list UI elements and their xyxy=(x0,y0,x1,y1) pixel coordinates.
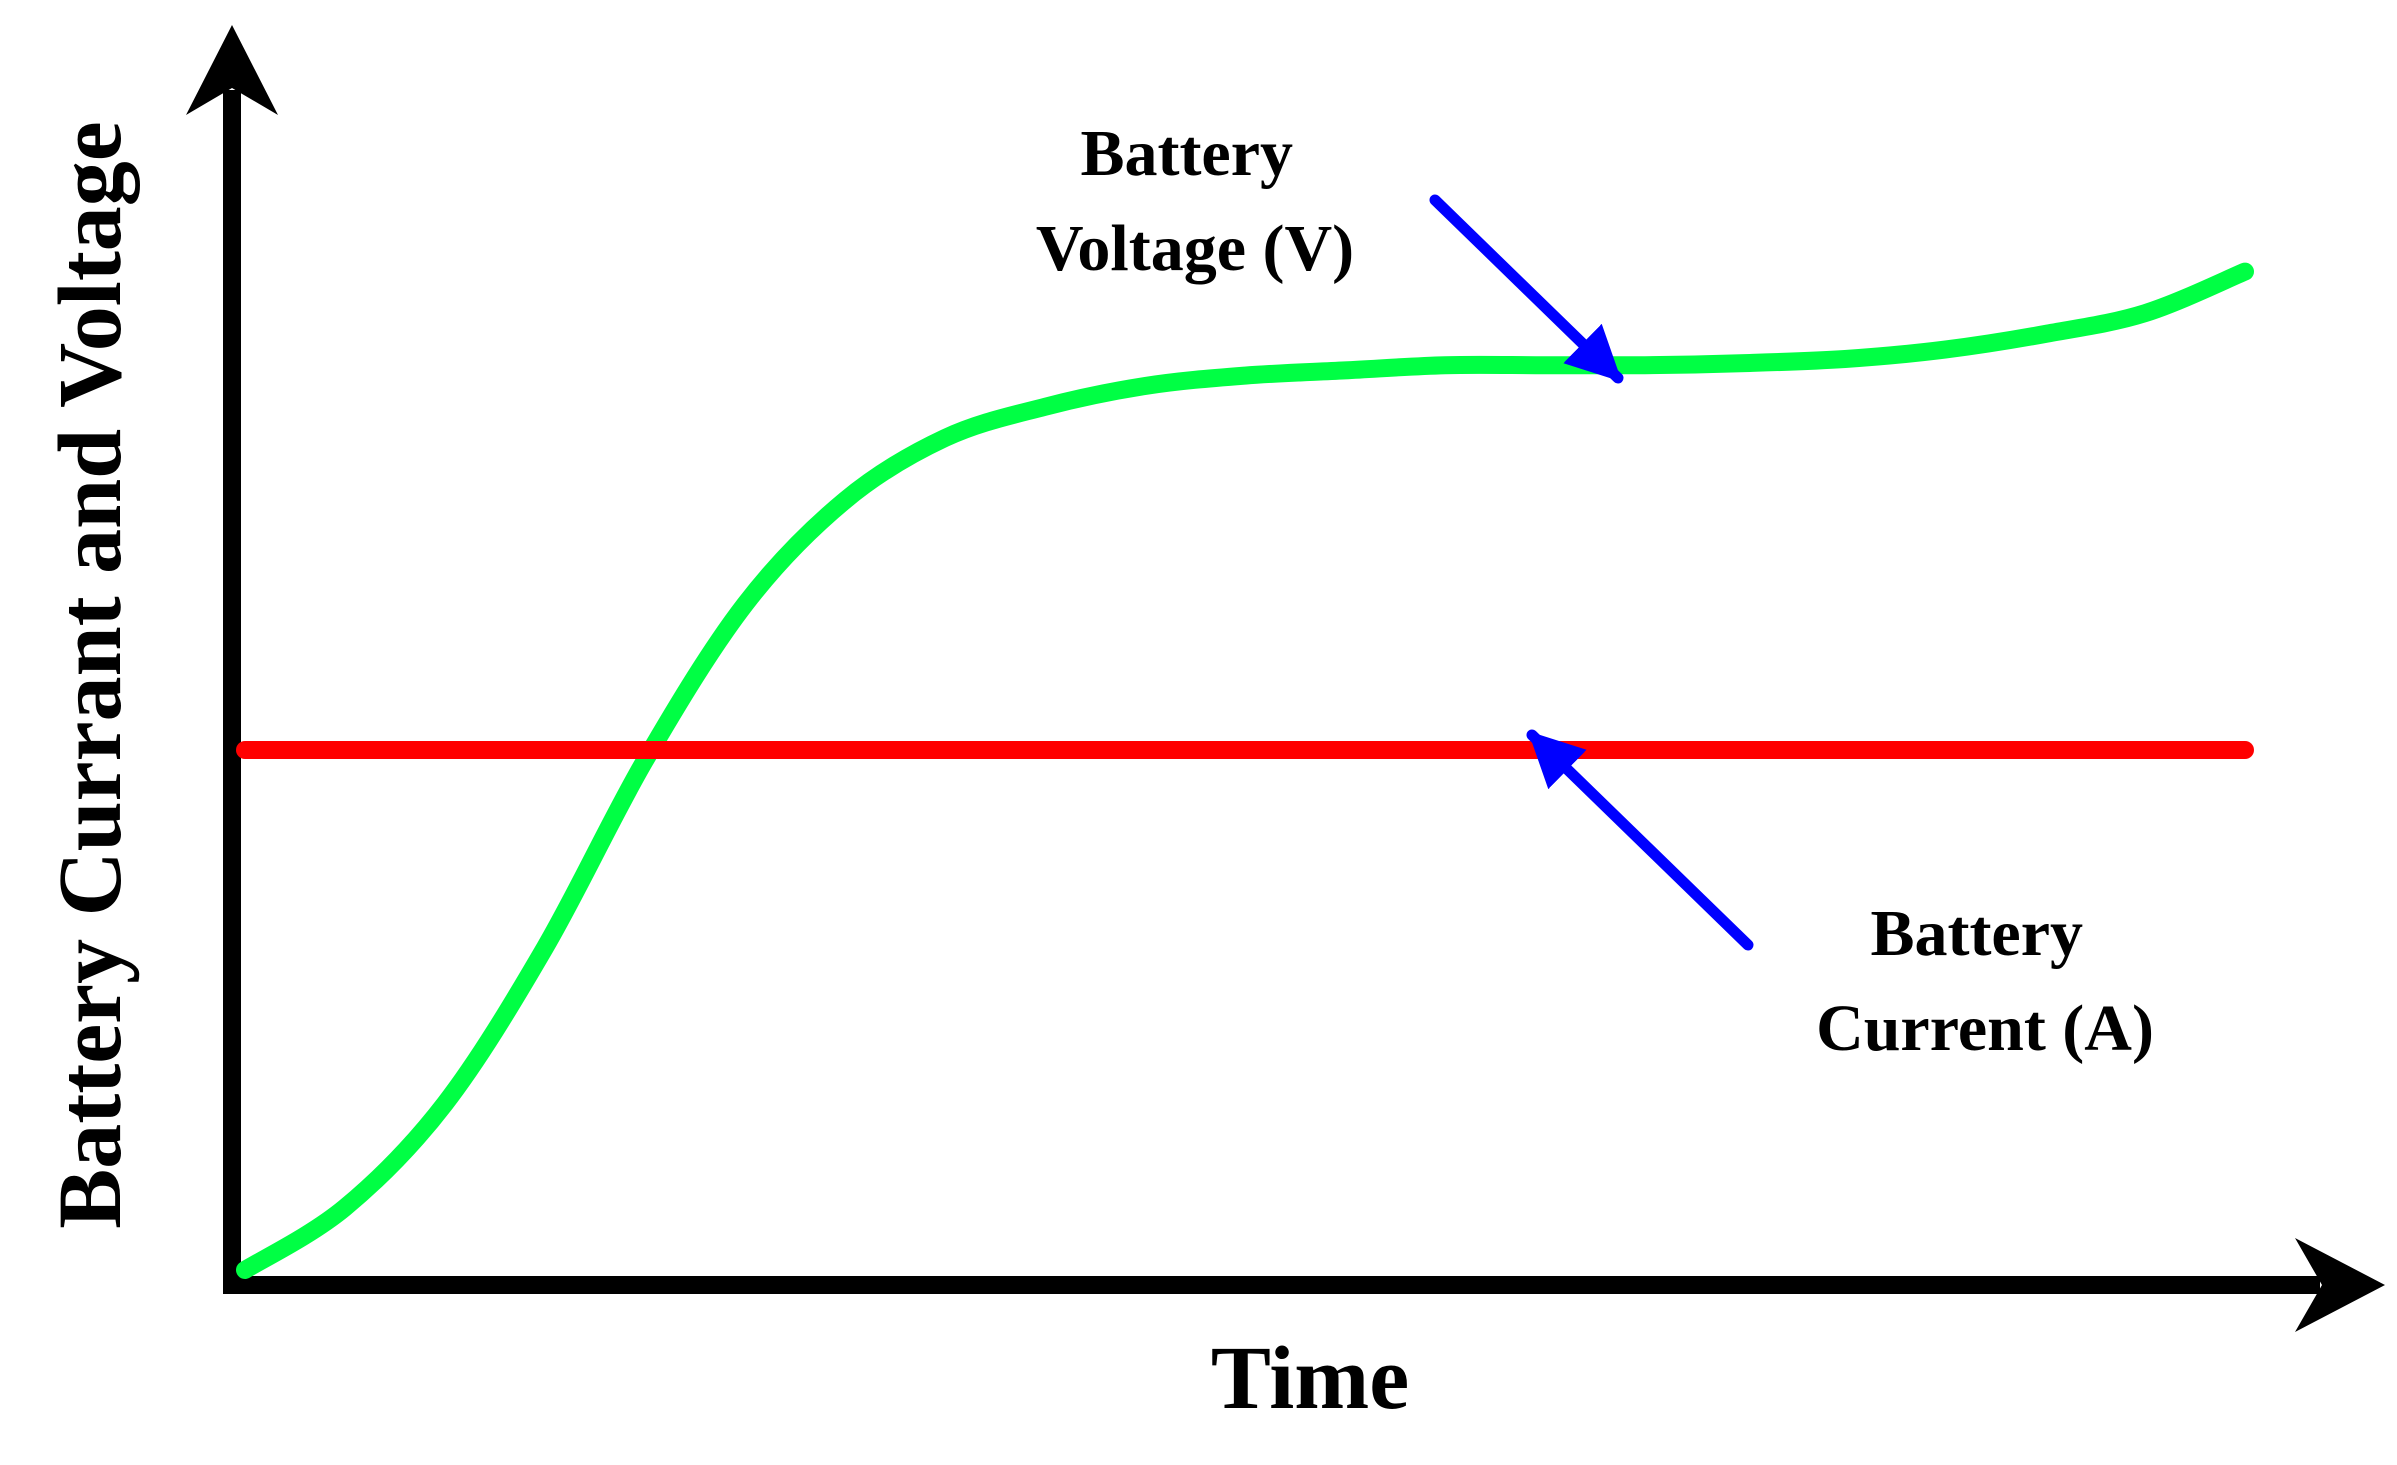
voltage-annotation-label: Battery Voltage (V) xyxy=(1036,117,1354,285)
y-axis-title: Battery Currant and Voltage xyxy=(41,121,140,1228)
series-line-battery-voltage xyxy=(236,262,2254,1279)
y-axis-arrowhead xyxy=(186,25,278,115)
voltage-annotation-line-2: Voltage (V) xyxy=(1036,212,1354,285)
voltage-annotation-line-1: Battery xyxy=(1080,117,1293,190)
x-axis-title: Time xyxy=(1211,1329,1409,1428)
current-annotation-line-1: Battery xyxy=(1870,897,2083,970)
current-annotation-label: Battery Current (A) xyxy=(1816,897,2154,1065)
x-axis-arrowhead xyxy=(2295,1238,2385,1332)
current-annotation-arrow xyxy=(1526,729,1754,951)
voltage-annotation-arrow xyxy=(1429,194,1624,384)
current-annotation-line-2: Current (A) xyxy=(1816,992,2154,1065)
